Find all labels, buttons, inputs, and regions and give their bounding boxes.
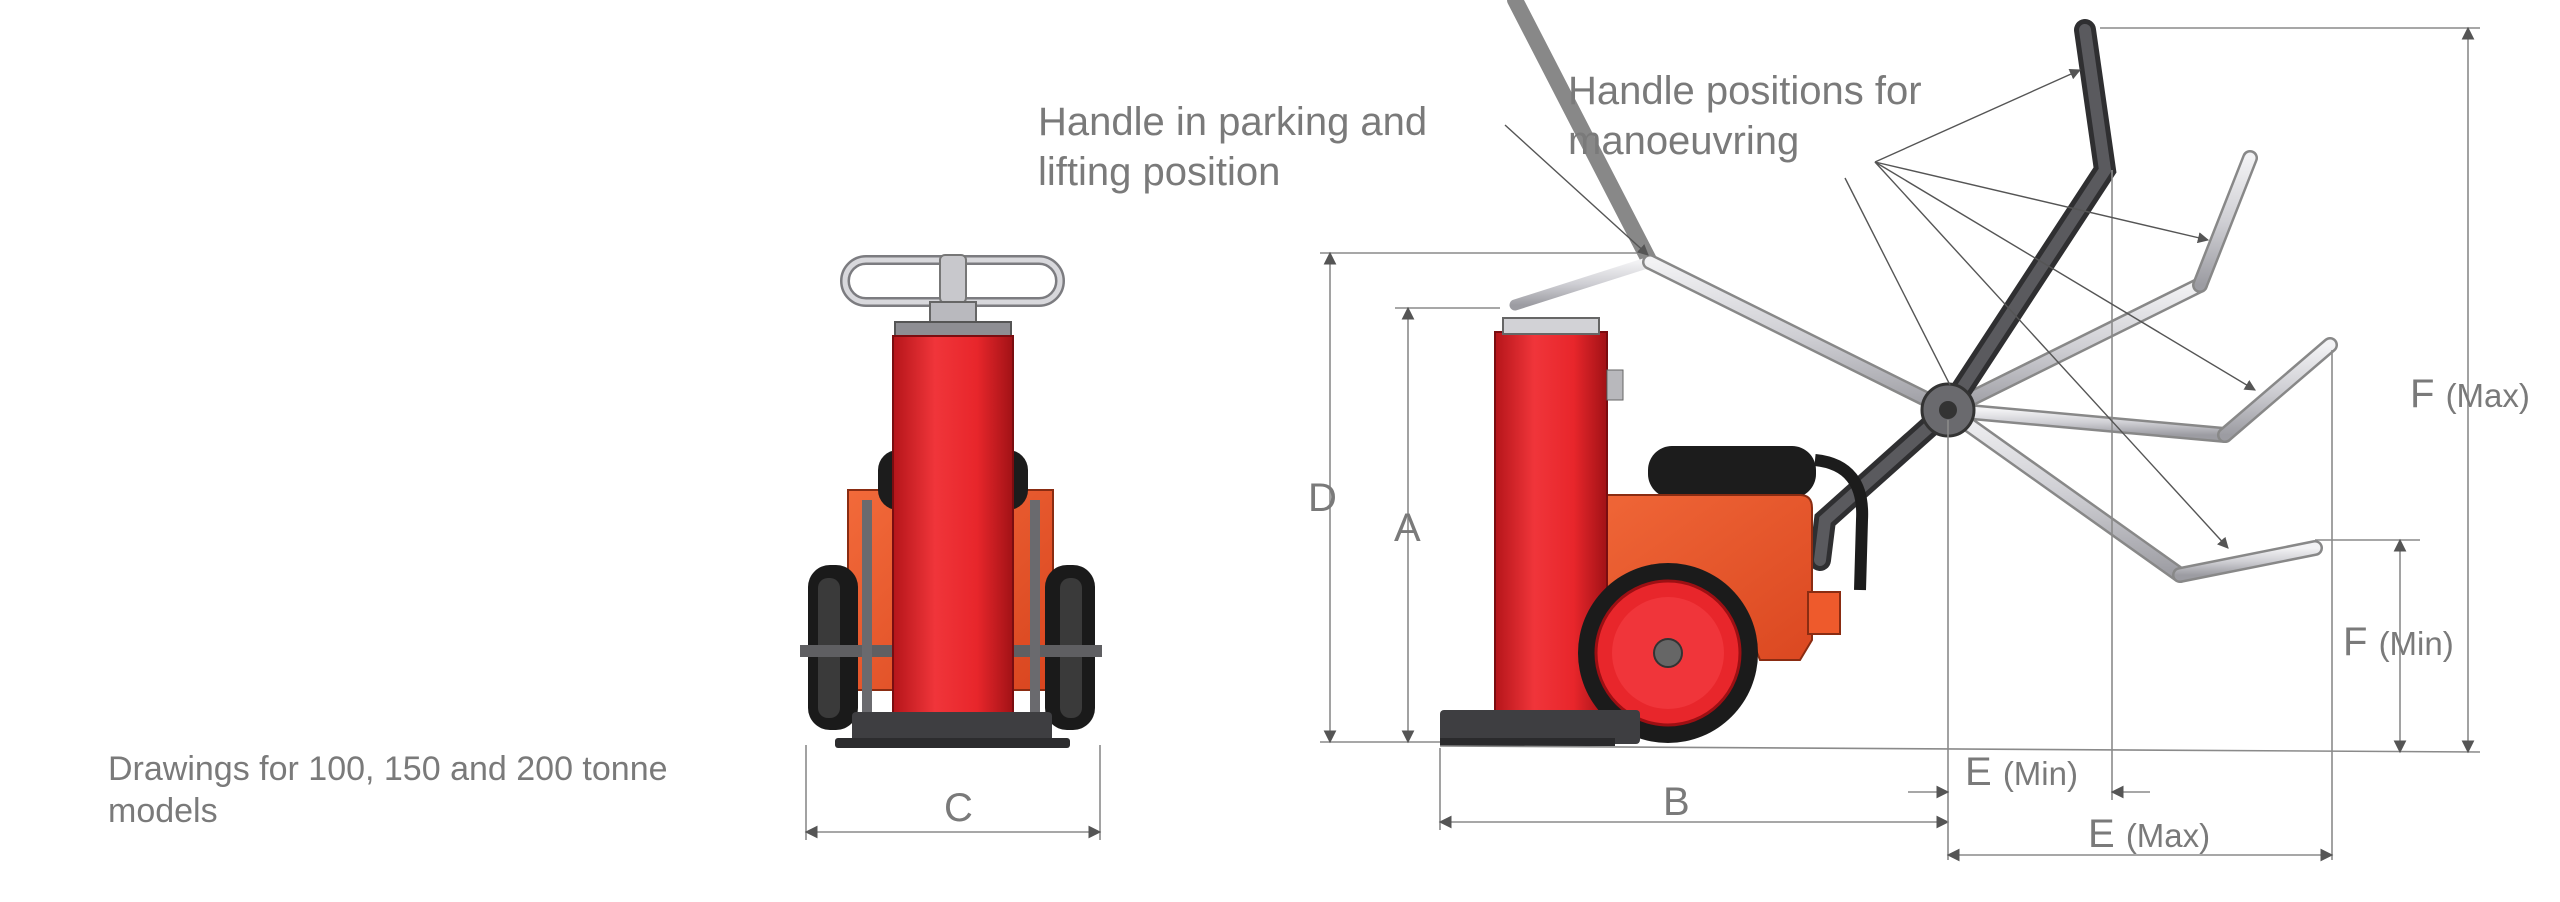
dim-letter: F — [2410, 372, 2435, 416]
dim-letter: D — [1308, 476, 1337, 520]
dim-letter: C — [944, 786, 973, 830]
front-base — [852, 712, 1052, 742]
dim-letter: E — [2088, 812, 2115, 856]
dim-label-f-max: F (Max) — [2410, 372, 2530, 418]
dimension-lines — [804, 26, 2481, 862]
callout-manoeuvring-positions: Handle positions for manoeuvring — [1568, 69, 1922, 163]
caption-models: Drawings for 100, 150 and 200 tonne mode… — [108, 750, 668, 830]
dim-label-e-max: E (Max) — [2088, 812, 2210, 858]
dim-qualifier: (Max) — [2125, 817, 2211, 854]
side-view — [1440, 0, 2338, 746]
front-cylinder — [892, 335, 1014, 717]
dim-letter: A — [1394, 506, 1421, 550]
dim-qualifier: (Min) — [2002, 755, 2078, 792]
dim-label-b: B — [1663, 780, 1690, 824]
dim-qualifier: (Min) — [2378, 625, 2454, 662]
handle-ghosts — [1507, 0, 2338, 583]
front-view — [800, 254, 1102, 748]
side-base — [1440, 710, 1640, 744]
dim-letter: B — [1663, 780, 1690, 824]
callout-leaders — [1504, 69, 2256, 549]
dim-label-f-min: F (Min) — [2343, 620, 2454, 666]
callout-parking-position: Handle in parking and lifting position — [1038, 100, 1428, 194]
dim-letter: E — [1965, 750, 1992, 794]
dim-qualifier: (Max) — [2445, 377, 2530, 414]
dim-letter: F — [2343, 620, 2368, 664]
dim-label-c: C — [944, 786, 973, 830]
dim-label-a: A — [1394, 506, 1421, 550]
dim-label-e-min: E (Min) — [1965, 750, 2078, 796]
dim-label-d: D — [1308, 476, 1337, 520]
hose-reel — [1648, 446, 1816, 498]
